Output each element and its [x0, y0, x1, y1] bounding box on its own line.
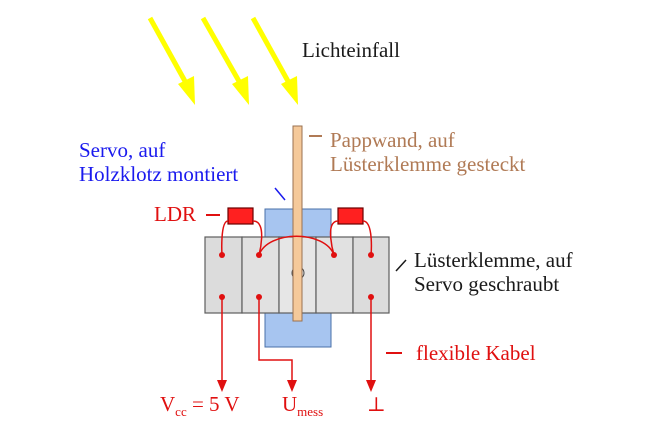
vcc-subscript: cc: [175, 404, 187, 419]
umess-main: U: [282, 392, 298, 416]
arrow-vcc: [217, 380, 227, 392]
terminal-block: [204, 236, 390, 314]
sun-ray-1: [147, 16, 189, 85]
dot-4-top: [331, 252, 337, 258]
clamp-label-line1: Lüsterklemme, auf: [414, 248, 573, 272]
dot-5-bottom: [368, 294, 374, 300]
light-label: Lichteinfall: [302, 38, 400, 62]
ldr-right: [337, 207, 364, 225]
dot-2-top: [256, 252, 262, 258]
arrow-ground: [366, 380, 376, 392]
servo-label-line1: Servo, auf: [79, 138, 166, 162]
connection-dots: [219, 252, 374, 300]
ldr-label: LDR: [154, 202, 196, 226]
sun-ray-1-head: [178, 76, 195, 105]
ground-label: ⊥: [367, 394, 386, 416]
vcc-main: V: [160, 392, 176, 416]
clamp-pointer: [395, 259, 407, 272]
wire-bottom-middle: [258, 297, 293, 380]
wall-label-line1: Pappwand, auf: [330, 128, 455, 152]
dot-1-bottom: [219, 294, 225, 300]
umess-subscript: mess: [297, 404, 324, 419]
sun-ray-3: [250, 16, 292, 85]
terminal-cell-4: [315, 236, 354, 314]
servo-pointer: [274, 187, 286, 201]
servo-label-line2: Holzklotz montiert: [79, 162, 239, 186]
sun-ray-2: [200, 16, 243, 85]
sun-ray-2-head: [232, 76, 249, 105]
terminal-cell-1: [204, 236, 243, 314]
cardboard-wall: [292, 125, 303, 322]
wall-label-line2: Lüsterklemme gesteckt: [330, 152, 526, 176]
vcc-label: Vcc = 5 V: [160, 392, 240, 419]
dot-2-bottom: [256, 294, 262, 300]
ldr-left: [227, 207, 254, 225]
vcc-value: = 5 V: [186, 392, 240, 416]
wire-bridge: [258, 235, 335, 256]
umess-label: Umess: [282, 392, 324, 419]
sunlight-rays: [147, 16, 298, 105]
clamp-label-line2: Servo geschraubt: [414, 272, 560, 296]
dot-5-top: [368, 252, 374, 258]
arrow-umess: [287, 380, 297, 392]
sun-ray-3-head: [281, 76, 298, 105]
dot-1-top: [219, 252, 225, 258]
cable-label: flexible Kabel: [416, 341, 536, 365]
